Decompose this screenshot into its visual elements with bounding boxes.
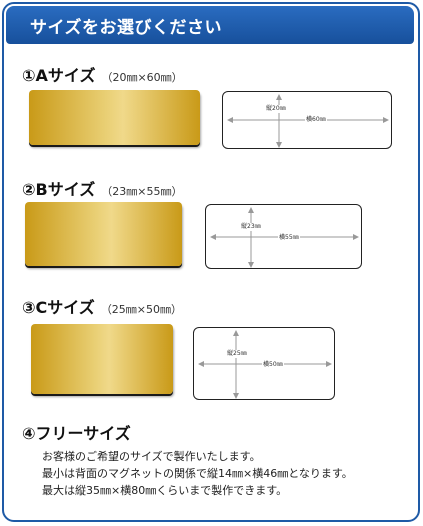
size-a-title: ①Aサイズ（20㎜×60㎜） bbox=[22, 66, 183, 85]
diagram-a-width-label: 横60㎜ bbox=[305, 116, 327, 124]
free-size-line: 最小は背面のマグネットの関係で縦14㎜×横46㎜となります。 bbox=[42, 467, 353, 480]
free-size-line: 最大は縦35㎜×横80㎜くらいまで製作できます。 bbox=[42, 484, 288, 497]
plate-b-sample bbox=[25, 202, 182, 266]
size-b-title: ②Bサイズ（23㎜×55㎜） bbox=[22, 180, 183, 199]
size-b-dimensions: （23㎜×55㎜） bbox=[101, 185, 183, 198]
diagram-b-height-label: 縦23㎜ bbox=[240, 223, 262, 231]
diagram-c-width-label: 横50㎜ bbox=[262, 361, 284, 369]
diagram-a-height-label: 縦20㎜ bbox=[265, 105, 287, 113]
free-size-description: お客様のご希望のサイズで製作いたします。 最小は背面のマグネットの関係で縦14㎜… bbox=[42, 448, 353, 499]
diagram-c-height-label: 縦25㎜ bbox=[226, 350, 248, 358]
plate-a-sample bbox=[29, 90, 200, 145]
size-c-dimensions: （25㎜×50㎜） bbox=[100, 303, 183, 316]
size-a-dimensions: （20㎜×60㎜） bbox=[101, 71, 183, 84]
diagram-c: 縦25㎜ 横50㎜ bbox=[193, 327, 335, 400]
diagram-b-width-label: 横55㎜ bbox=[278, 234, 300, 242]
panel-header: サイズをお選びください bbox=[6, 6, 414, 44]
header-title: サイズをお選びください bbox=[30, 17, 222, 38]
free-size-line: お客様のご希望のサイズで製作いたします。 bbox=[42, 450, 261, 463]
plate-c-sample bbox=[31, 324, 173, 394]
free-size-title: ④フリーサイズ bbox=[22, 424, 131, 443]
size-c-title: ③Cサイズ（25㎜×50㎜） bbox=[22, 298, 183, 317]
diagram-b: 縦23㎜ 横55㎜ bbox=[205, 204, 362, 269]
diagram-a: 縦20㎜ 横60㎜ bbox=[222, 91, 392, 149]
